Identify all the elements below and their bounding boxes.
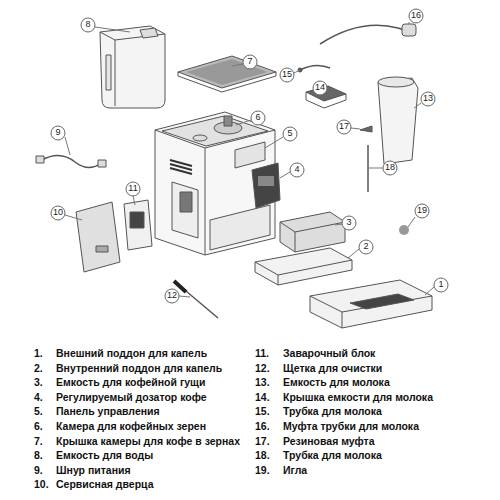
part-name: Шнур питания [56, 465, 131, 477]
part-name: Трубка для молока [283, 450, 382, 462]
callout-ring [81, 18, 95, 32]
callout-number: 4 [294, 165, 299, 175]
callout-number: 8 [85, 20, 90, 30]
callout-ring [165, 289, 179, 303]
list-number: 7. [34, 436, 43, 448]
part-name: Панель управления [56, 406, 160, 418]
part-name: Резиновая муфта [283, 436, 375, 448]
callout-ring [283, 127, 297, 141]
list-number: 19. [255, 465, 270, 477]
callout-ring [51, 126, 65, 140]
list-number: 18. [255, 450, 270, 462]
callout-ring [251, 111, 265, 125]
list-number: 17. [255, 436, 270, 448]
callout-number: 1 [438, 280, 443, 290]
callout-number: 7 [247, 57, 252, 67]
part-name: Муфта трубки для молока [283, 421, 419, 433]
callout-ring [383, 161, 397, 175]
part-name: Емкость для молока [283, 377, 390, 389]
part-name: Внутренний поддон для капель [56, 363, 222, 375]
callout-ring [126, 182, 140, 196]
list-number: 15. [255, 406, 270, 418]
list-number: 12. [255, 363, 270, 375]
callout-ring [243, 55, 257, 69]
callout-number: 18 [385, 163, 395, 173]
callout-number: 10 [53, 208, 63, 218]
part-name: Заварочный блок [283, 348, 375, 360]
callout-ring [359, 240, 373, 254]
list-number: 5. [34, 406, 43, 418]
part-name: Внешний поддон для капель [56, 348, 207, 360]
list-number: 2. [34, 363, 43, 375]
part-name: Щетка для очистки [283, 363, 382, 375]
callout-ring [290, 163, 304, 177]
callout-number: 12 [167, 291, 177, 301]
callout-ring [337, 120, 351, 134]
list-number: 3. [34, 377, 43, 389]
part-name: Камера для кофейных зерен [56, 421, 206, 433]
callout-number: 14 [315, 83, 325, 93]
part-name: Крышка емкости для молока [283, 392, 433, 404]
callout-number: 16 [411, 11, 421, 21]
callout-number: 19 [417, 206, 427, 216]
part-name: Емкость для кофейной гущи [56, 377, 205, 389]
list-number: 13. [255, 377, 270, 389]
callout-ring [313, 81, 327, 95]
callout-number: 17 [339, 122, 349, 132]
part-name: Сервисная дверца [56, 479, 153, 491]
callout-number: 13 [423, 94, 433, 104]
part-name: Емкость для воды [56, 450, 153, 462]
callout-ring [409, 9, 423, 23]
callout-ring [421, 92, 435, 106]
callout-ring [280, 68, 294, 82]
list-number: 11. [255, 348, 269, 360]
list-number: 6. [34, 421, 43, 433]
callout-ring [415, 204, 429, 218]
list-number: 10. [34, 479, 49, 491]
list-number: 8. [34, 450, 43, 462]
list-number: 9. [34, 465, 43, 477]
callout-number: 2 [363, 242, 368, 252]
list-number: 1. [34, 348, 43, 360]
callout-number: 11 [128, 184, 137, 194]
callout-ring [342, 216, 356, 230]
part-name: Трубка для молока [283, 406, 382, 418]
callout-ring [434, 278, 448, 292]
part-name: Регулируемый дозатор кофе [56, 392, 207, 404]
list-number: 14. [255, 392, 270, 404]
part-name: Игла [283, 465, 307, 477]
part-name: Крышка камеры для кофе в зернах [56, 436, 240, 448]
callout-number: 9 [55, 128, 60, 138]
callout-number: 6 [255, 113, 260, 123]
list-number: 16. [255, 421, 270, 433]
list-number: 4. [34, 392, 43, 404]
callout-number: 3 [346, 218, 351, 228]
callout-number: 15 [282, 70, 292, 80]
callout-number: 5 [287, 129, 292, 139]
callout-ring [51, 206, 65, 220]
